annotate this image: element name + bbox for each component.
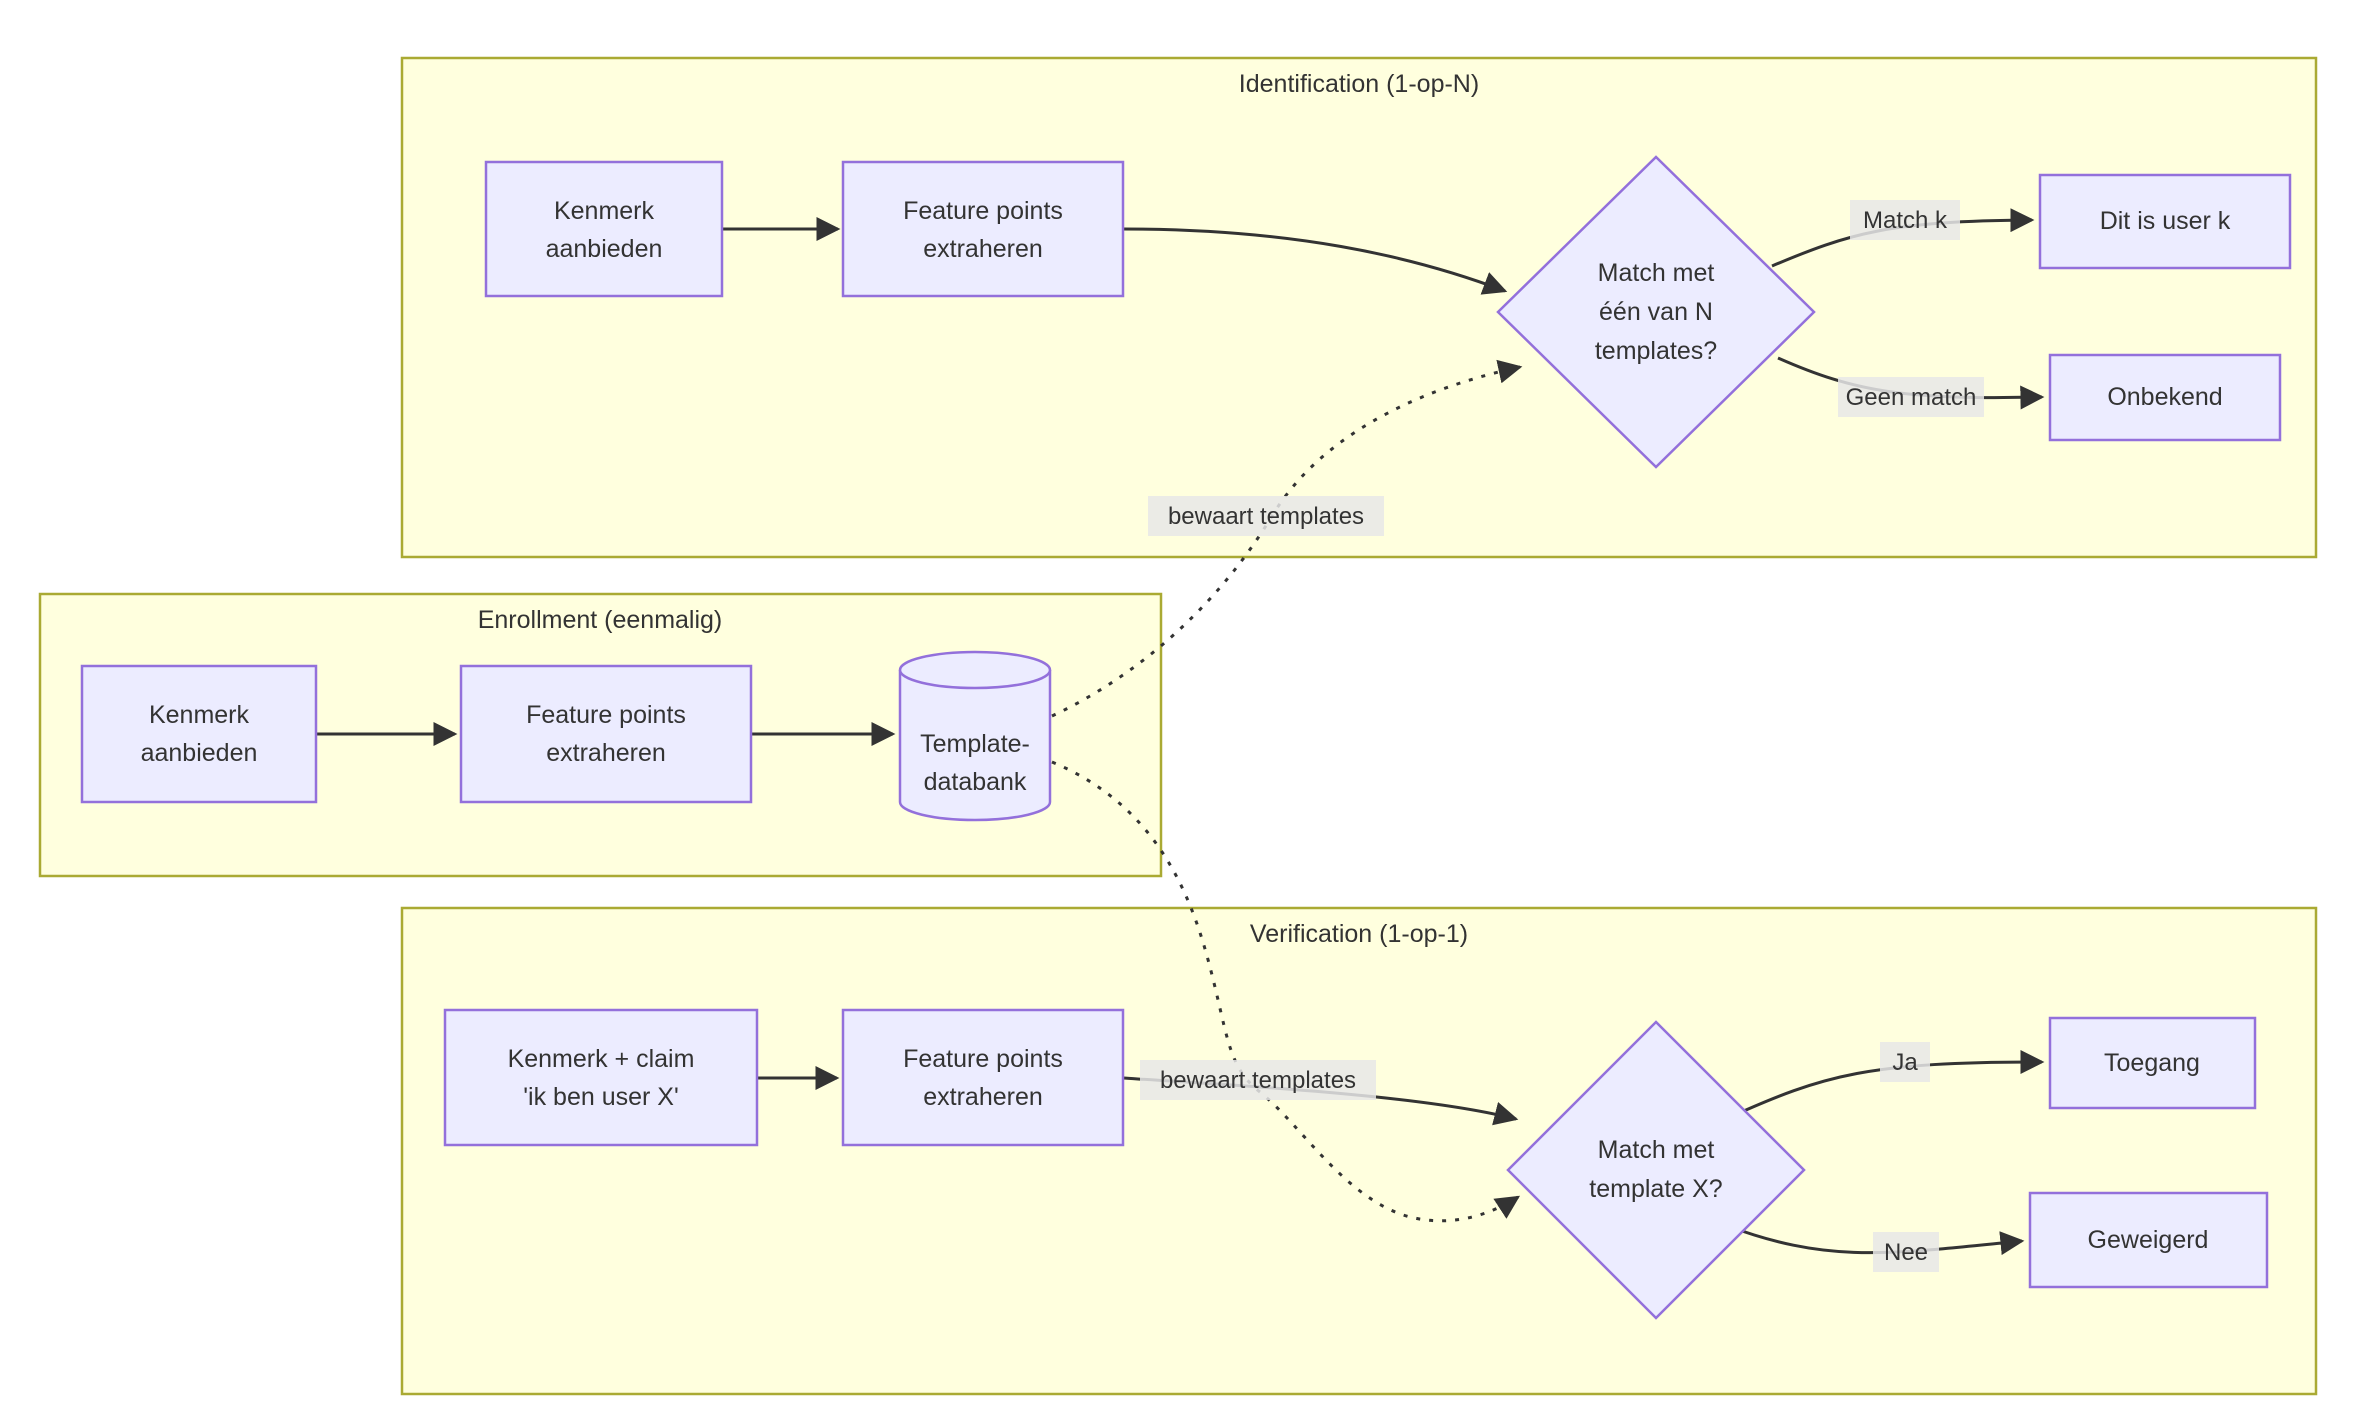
node-verif-match-line2: template X? <box>1589 1175 1722 1203</box>
node-ident-user-k <box>2038 173 2292 270</box>
node-enroll-kenmerk-line1: Kenmerk <box>149 701 250 729</box>
edge-label-nee-bg <box>1873 1232 1939 1272</box>
node-ident-kenmerk-line1: Kenmerk <box>554 197 655 225</box>
node-ident-match-line1: Match met <box>1598 259 1715 287</box>
edge-label-ja-bg <box>1880 1042 1930 1082</box>
edge-label-bewaart-templates-1: bewaart templates <box>1168 503 1364 530</box>
node-verif-match-line1: Match met <box>1598 1136 1715 1164</box>
node-ident-match-line2: één van N <box>1599 298 1713 326</box>
node-enroll-db-line1: Template- <box>920 730 1030 758</box>
edge-verif-match-to-geweigerd <box>1727 1224 2025 1256</box>
node-enroll-feature-line2: extraheren <box>546 739 666 767</box>
node-ident-match-line3: templates? <box>1595 337 1717 365</box>
node-verif-kenmerk-claim-line1: Kenmerk + claim <box>508 1045 695 1073</box>
node-enroll-db-cylinder-body <box>898 670 1052 822</box>
node-ident-feature-line2: extraheren <box>923 235 1043 263</box>
edge-label-bewaart-templates-2: bewaart templates <box>1160 1067 1356 1094</box>
node-verif-geweigerd-line1: Geweigerd <box>2088 1226 2209 1254</box>
edge-label-geen-match-bg <box>1838 377 1984 417</box>
node-verif-kenmerk-claim <box>443 1008 759 1147</box>
node-ident-match-decision <box>1496 155 1816 469</box>
cluster-identification <box>400 56 2318 559</box>
cluster-verification-title: Verification (1-op-1) <box>1250 920 1468 948</box>
node-enroll-kenmerk <box>80 664 318 804</box>
node-enroll-kenmerk-line2: aanbieden <box>141 739 258 767</box>
node-verif-kenmerk-claim-line2: 'ik ben user X' <box>523 1083 678 1111</box>
node-enroll-db-line2: databank <box>924 768 1027 796</box>
cluster-verification <box>400 906 2318 1396</box>
node-ident-onbekend-line1: Onbekend <box>2107 383 2222 411</box>
edge-label-bewaart-templates-2-bg <box>1140 1060 1376 1100</box>
node-verif-feature-line2: extraheren <box>923 1083 1043 1111</box>
node-verif-feature <box>841 1008 1125 1147</box>
edge-label-match-k-bg <box>1850 200 1960 240</box>
edge-label-nee: Nee <box>1884 1239 1928 1266</box>
node-verif-toegang <box>2048 1016 2257 1110</box>
edge-verif-match-to-toegang <box>1727 1050 2045 1120</box>
node-enroll-feature <box>459 664 753 804</box>
node-enroll-feature-line1: Feature points <box>526 701 686 729</box>
edge-label-match-k: Match k <box>1863 207 1948 234</box>
edge-label-bewaart-templates-1-bg <box>1148 496 1384 536</box>
cluster-identification-title: Identification (1-op-N) <box>1239 70 1479 98</box>
node-ident-onbekend <box>2048 353 2282 442</box>
node-ident-feature-line1: Feature points <box>903 197 1063 225</box>
node-verif-geweigerd <box>2028 1191 2269 1289</box>
node-ident-kenmerk-line2: aanbieden <box>546 235 663 263</box>
node-verif-toegang-line1: Toegang <box>2104 1049 2200 1077</box>
node-verif-match-decision <box>1506 1020 1806 1320</box>
edge-ident-feature-to-match <box>1122 227 1508 295</box>
node-verif-feature-line1: Feature points <box>903 1045 1063 1073</box>
edge-label-geen-match: Geen match <box>1846 384 1977 411</box>
node-ident-user-k-line1: Dit is user k <box>2100 207 2231 235</box>
node-ident-kenmerk <box>484 160 724 298</box>
edge-label-ja: Ja <box>1892 1049 1918 1076</box>
node-enroll-db-cylinder-top <box>898 650 1052 690</box>
node-ident-feature <box>841 160 1125 298</box>
cluster-enrollment-title: Enrollment (eenmalig) <box>478 606 723 634</box>
